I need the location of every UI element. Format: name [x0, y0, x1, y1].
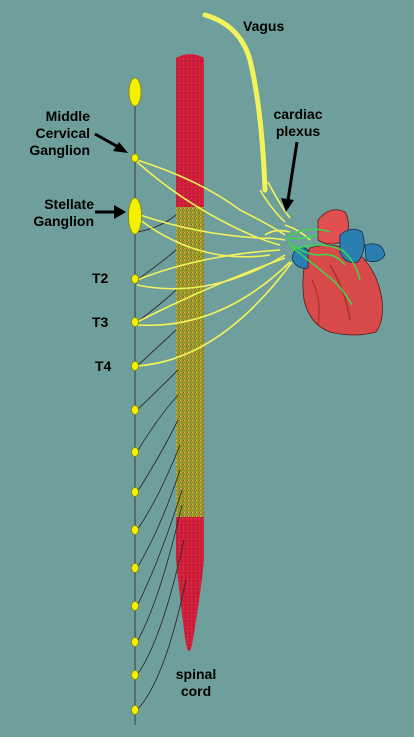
ganglion: [131, 525, 139, 535]
label-middle-line-2: Cervical: [35, 125, 90, 141]
label-middle-line-1: Middle: [45, 108, 90, 124]
label-cardiac-line-1: cardiac: [273, 106, 323, 122]
pulmonary-vein: [364, 243, 386, 263]
label-cardiac-line-2: plexus: [275, 123, 321, 139]
label-t4: T4: [95, 358, 112, 374]
ganglion: [131, 487, 139, 497]
stellate-ganglion: [128, 197, 142, 235]
ganglion: [131, 447, 139, 457]
superior-cervical-ganglion: [128, 77, 142, 107]
middle-cervical-ganglion: [131, 153, 139, 163]
ganglion: [131, 705, 139, 715]
spinal-cord: [176, 54, 204, 652]
label-middle-cervical-ganglion: Middle Cervical Ganglion: [18, 108, 90, 159]
label-t2: T2: [92, 270, 109, 286]
label-stellate-line-1: Stellate: [44, 196, 94, 212]
label-t3: T3: [92, 314, 109, 330]
spinal-roots: [136, 214, 187, 711]
ganglion-t4: [131, 361, 139, 371]
cardiac-nerves: [136, 159, 311, 367]
label-spinal-line-1: spinal: [175, 666, 217, 682]
label-vagus: Vagus: [243, 18, 285, 34]
ganglion: [131, 601, 139, 611]
ganglion: [131, 670, 139, 680]
arrow-middle-cervical: [94, 132, 121, 150]
label-stellate-line-2: Ganglion: [33, 213, 94, 229]
chain-ganglia: [128, 77, 142, 715]
pulmonary-trunk: [339, 228, 365, 263]
arrow-cardiac-plexus: [286, 141, 299, 201]
label-spinal-cord: spinal cord: [166, 666, 226, 700]
spinal-cord-thoracic-segment: [176, 207, 204, 517]
vagus-nerve: [202, 12, 268, 193]
spinal-cord-lower-segment: [176, 517, 204, 652]
cardiac-plexus-fibres: [284, 228, 361, 306]
ganglion: [131, 405, 139, 415]
heart: [291, 209, 386, 336]
label-spinal-line-2: cord: [180, 683, 212, 699]
ganglion-t3: [131, 317, 139, 327]
label-arrows: [94, 132, 299, 219]
ganglion-t2: [131, 274, 139, 284]
label-cardiac-plexus: cardiac plexus: [262, 106, 334, 140]
label-middle-line-3: Ganglion: [29, 142, 90, 158]
spinal-cord-upper-segment: [176, 54, 204, 207]
ganglion: [131, 637, 139, 647]
label-stellate-ganglion: Stellate Ganglion: [16, 196, 94, 230]
ganglion: [131, 563, 139, 573]
